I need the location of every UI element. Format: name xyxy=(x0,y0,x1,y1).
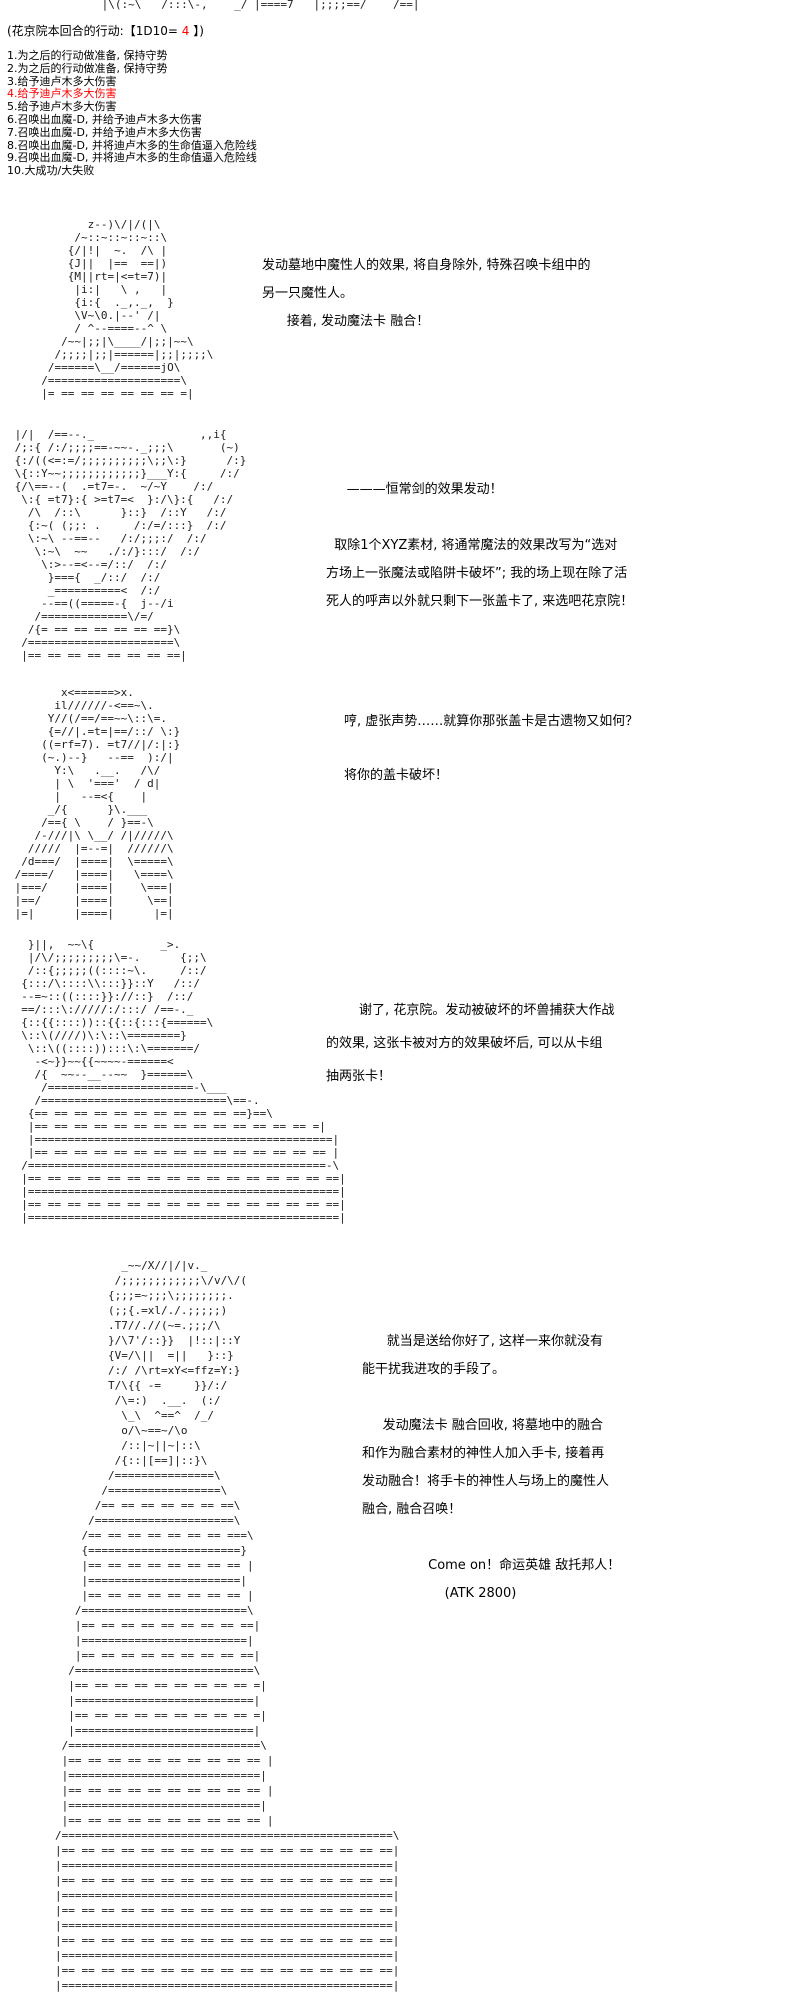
dice-roll-line: (花京院本回合的行动:【1D10= 4 】) xyxy=(7,22,204,39)
action-option-5: 5.给予迪卢木多大伤害 xyxy=(7,100,117,114)
dialogue-panel-5: 就当是送给你好了, 这样一来你就没有 能干扰我进攻的手段了。 发动魔法卡 融合回… xyxy=(362,1334,621,1601)
action-option-10: 10.大成功/大失败 xyxy=(7,164,95,178)
ascii-art-panel-4: }||, ~~\{ _>. |/\/;;;;;;;;;\=-. {;;\ /::… xyxy=(21,938,346,1224)
action-option-7: 7.召唤出血魔-D, 并给予迪卢木多大伤害 xyxy=(7,125,202,139)
action-option-list: 1.为之后的行动做准备, 保持守势 2.为之后的行动做准备, 保持守势 3.给予… xyxy=(7,49,257,178)
dialogue-panel-4: 谢了, 花京院。发动被破坏的坏兽捕获大作战 的效果, 这张卡被对方的效果破坏后,… xyxy=(326,1003,615,1084)
roll-suffix: 】) xyxy=(189,24,204,38)
action-option-3: 3.给予迪卢木多大伤害 xyxy=(7,74,117,88)
ascii-art-panel-1: z--)\/|/(|\ /~::~::~::~::\ {/|!| ~. /\ |… xyxy=(41,218,214,400)
dialogue-panel-1: 发动墓地中魔性人的效果, 将自身除外, 特殊召唤卡组中的 另一只魔性人。 接着,… xyxy=(262,258,591,329)
dialogue-panel-2: ———恒常剑的效果发动！ 取除1个XYZ素材, 将通常魔法的效果改写为“选对 方… xyxy=(326,482,634,609)
dialogue-panel-3: 哼, 虚张声势……就算你那张盖卡是古遗物又如何？ 将你的盖卡破坏！ xyxy=(344,714,639,783)
action-option-2: 2.为之后的行动做准备, 保持守势 xyxy=(7,61,168,75)
action-option-9: 9.召唤出血魔-D, 并将迪卢木多的生命值逼入危险线 xyxy=(7,151,257,165)
action-option-8: 8.召唤出血魔-D, 并将迪卢木多的生命值逼入危险线 xyxy=(7,138,257,152)
ascii-art-panel-3: x<======>x. il//////-<==~\. Y//(/==/==~~… xyxy=(14,686,181,920)
roll-value: 4 xyxy=(181,24,190,38)
action-option-6: 6.召唤出血魔-D, 并给予迪卢木多大伤害 xyxy=(7,112,202,126)
aa-fragment-top: |\(:~\ /:::\-, _/ |====7 |;;;;==/ /==| xyxy=(95,0,420,11)
ascii-art-panel-5: _~~/X//|/|v._ /;;;;;;;;;;;;\/v/\/( {;;;=… xyxy=(55,1259,400,1992)
ascii-art-panel-2: |/| /==--._ ,,i{ /;:{ /:/;;;;==-~~-._;;;… xyxy=(14,428,247,662)
action-option-1: 1.为之后的行动做准备, 保持守势 xyxy=(7,49,168,62)
roll-prefix: (花京院本回合的行动:【1D10= xyxy=(7,24,182,38)
action-option-4-highlighted: 4.给予迪卢木多大伤害 xyxy=(7,87,117,101)
